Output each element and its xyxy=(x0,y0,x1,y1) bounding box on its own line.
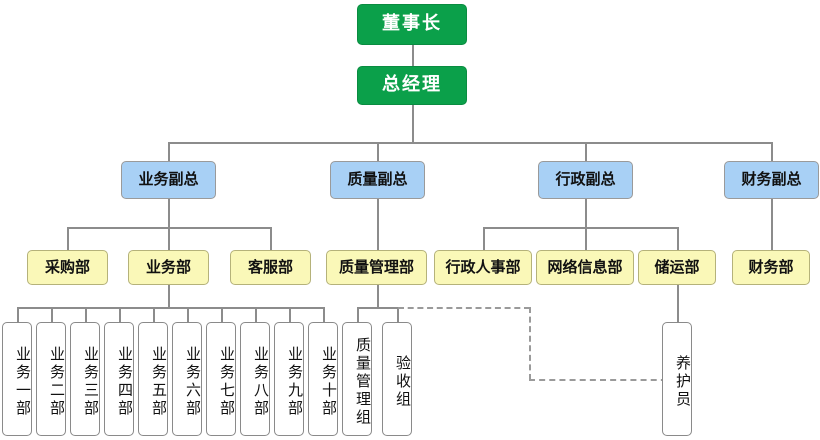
node-dept-storage-transport[interactable]: 储运部 xyxy=(638,250,716,285)
connector-vp2-stem xyxy=(377,199,379,250)
connector-drop-team-7 xyxy=(221,307,223,322)
node-maintenance-staff[interactable]: 养护员 xyxy=(662,322,692,436)
node-chairman[interactable]: 董事长 xyxy=(357,4,467,45)
node-dept-network-information[interactable]: 网络信息部 xyxy=(536,250,634,285)
node-dept-admin-hr[interactable]: 行政人事部 xyxy=(434,250,532,285)
node-team-5[interactable]: 业务五部 xyxy=(138,322,168,436)
connector-drop-vp-3 xyxy=(585,142,587,161)
connector-drop-dept-1 xyxy=(67,227,69,250)
node-vp-finance[interactable]: 财务副总 xyxy=(724,161,819,199)
node-dept-purchasing[interactable]: 采购部 xyxy=(27,250,108,285)
connector-drop-dept-5 xyxy=(483,227,485,250)
connector-level2-bus xyxy=(168,142,772,144)
node-vp-quality[interactable]: 质量副总 xyxy=(330,161,425,199)
connector-vp1-stem xyxy=(168,199,170,227)
connector-drop-dept-6 xyxy=(585,227,587,250)
connector-sales-teams-bus xyxy=(17,307,323,309)
connector-drop-team-6 xyxy=(187,307,189,322)
connector-vp4-stem xyxy=(771,199,773,250)
connector-drop-team-10 xyxy=(323,307,325,322)
connector-drop-team-9 xyxy=(289,307,291,322)
connector-storage-dept-stem xyxy=(677,285,679,322)
connector-vp3-bus xyxy=(483,227,678,229)
node-team-4[interactable]: 业务四部 xyxy=(104,322,134,436)
connector-drop-team-1 xyxy=(17,307,19,322)
node-team-9[interactable]: 业务九部 xyxy=(274,322,304,436)
node-team-10[interactable]: 业务十部 xyxy=(308,322,338,436)
connector-drop-dept-3 xyxy=(270,227,272,250)
connector-sales-dept-stem xyxy=(168,285,170,307)
connector-drop-vp-1 xyxy=(168,142,170,161)
connector-drop-quality-1 xyxy=(357,307,359,322)
connector-quality-groups-bus xyxy=(357,307,398,309)
node-dept-finance[interactable]: 财务部 xyxy=(732,250,810,285)
connector-drop-dept-2 xyxy=(168,227,170,250)
dashed-connector-vertical xyxy=(529,307,531,380)
dashed-connector-bottom xyxy=(529,379,677,381)
connector-drop-vp-2 xyxy=(377,142,379,161)
connector-drop-team-2 xyxy=(51,307,53,322)
dashed-connector-top xyxy=(398,307,530,309)
connector-drop-dept-7 xyxy=(677,227,679,250)
node-team-7[interactable]: 业务七部 xyxy=(206,322,236,436)
connector-chairman-gm xyxy=(412,45,414,67)
connector-gm-stem xyxy=(412,105,414,142)
connector-drop-quality-2 xyxy=(397,307,399,322)
node-vp-admin[interactable]: 行政副总 xyxy=(538,161,633,199)
node-team-8[interactable]: 业务八部 xyxy=(240,322,270,436)
node-team-3[interactable]: 业务三部 xyxy=(70,322,100,436)
connector-drop-vp-4 xyxy=(771,142,773,161)
connector-drop-team-8 xyxy=(255,307,257,322)
node-dept-customer-service[interactable]: 客服部 xyxy=(230,250,311,285)
node-team-1[interactable]: 业务一部 xyxy=(2,322,32,436)
connector-drop-team-5 xyxy=(153,307,155,322)
node-quality-group-management[interactable]: 质量管理组 xyxy=(342,322,372,436)
connector-drop-team-4 xyxy=(119,307,121,322)
node-dept-quality-management[interactable]: 质量管理部 xyxy=(326,250,427,285)
connector-drop-team-3 xyxy=(85,307,87,322)
connector-quality-dept-stem xyxy=(377,285,379,307)
node-vp-business[interactable]: 业务副总 xyxy=(121,161,216,199)
node-team-2[interactable]: 业务二部 xyxy=(36,322,66,436)
connector-vp3-stem xyxy=(585,199,587,227)
node-quality-group-acceptance[interactable]: 验收组 xyxy=(382,322,412,436)
node-team-6[interactable]: 业务六部 xyxy=(172,322,202,436)
node-dept-business[interactable]: 业务部 xyxy=(128,250,209,285)
node-general-manager[interactable]: 总经理 xyxy=(357,66,467,105)
